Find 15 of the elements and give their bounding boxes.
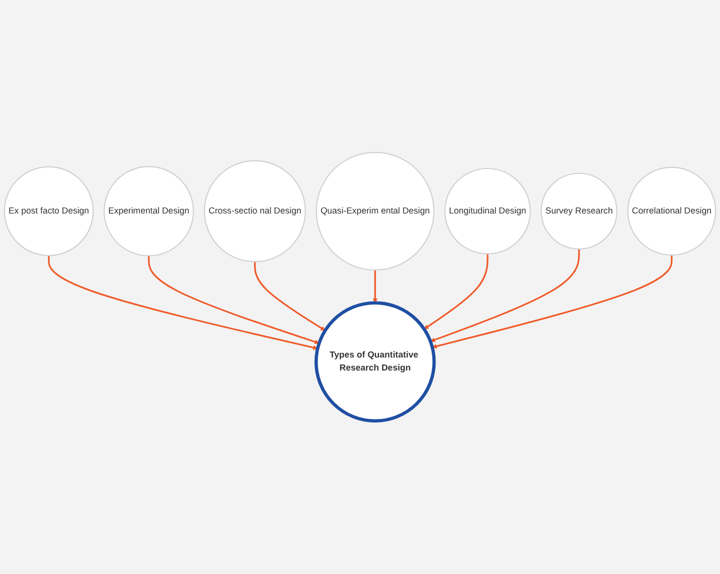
node-circle: Types of Quantitative Research Design [314, 302, 436, 423]
arrow [432, 255, 673, 349]
arrow [48, 256, 318, 350]
node-circle: Experimental Design [104, 166, 194, 257]
arrow [148, 256, 320, 344]
node-circle: Survey Research [540, 173, 618, 250]
node-circle: Correlational Design [627, 167, 716, 256]
node-circle: Longitudinal Design [444, 168, 531, 255]
arrow [424, 254, 488, 330]
arrow [372, 270, 378, 304]
arrow [254, 262, 326, 332]
node-circle: Cross-sectio nal Design [204, 160, 306, 263]
arrow [430, 249, 580, 343]
node-circle: Quasi-Experim ental Design [316, 152, 434, 271]
node-circle: Ex post facto Design [4, 166, 94, 256]
